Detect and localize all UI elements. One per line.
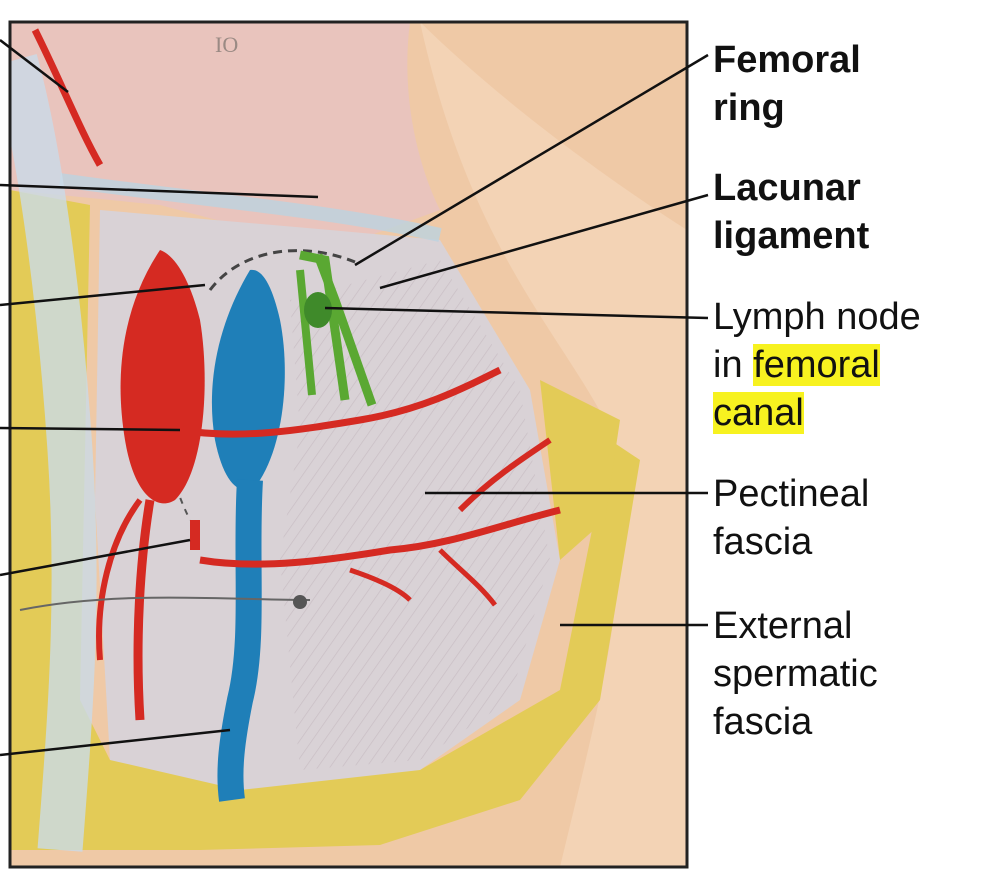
artery-branch-upper-right: [457, 437, 552, 513]
deep-external-pudendal-artery: [199, 506, 561, 568]
artery-branch-left: [96, 498, 143, 661]
leader-line-lymph-node: [324, 306, 709, 320]
label-lacunar-ligament: Lacunar ligament: [713, 164, 869, 260]
superficial-external-pudendal-artery: [179, 366, 502, 438]
annotation-text: IO: [215, 32, 238, 57]
leader-line-left-6: [0, 728, 231, 757]
epigastric-artery: [31, 28, 104, 167]
femoral-artery: [120, 250, 205, 504]
thigh-skin-fold: [420, 22, 687, 867]
fat-right: [540, 380, 620, 560]
femoral-sheath-outline: [208, 249, 356, 291]
label-femoral-ring-line1: Femoral: [713, 39, 861, 81]
great-saphenous-vein: [217, 479, 263, 802]
label-pectineal-fascia-line1: Pectineal: [713, 473, 870, 515]
leader-line-left-3: [0, 283, 206, 307]
inguinal-ligament: [59, 173, 442, 242]
highlight-femoral: femoral: [753, 344, 880, 386]
leader-line-left-4: [0, 426, 181, 432]
leader-line-left-2: [0, 183, 319, 199]
suture: [19, 596, 311, 611]
label-external-spermatic-fascia-line1: External: [713, 605, 853, 647]
highlight-canal: canal: [713, 392, 804, 434]
label-pectineal-fascia-line2: fascia: [713, 521, 813, 563]
label-lymph-node-line2: in femoral: [713, 341, 921, 389]
figure-frame: [8, 20, 689, 869]
label-lymph-node-prefix: in: [713, 344, 754, 386]
label-external-spermatic-fascia: External spermatic fascia: [713, 602, 878, 746]
label-femoral-ring: Femoral ring: [713, 36, 861, 132]
label-lymph-node: Lymph node in femoral canal: [713, 293, 921, 437]
spermatic-cord: [10, 53, 97, 852]
label-femoral-ring-line2: ring: [713, 87, 785, 129]
label-lymph-node-line3: canal: [713, 389, 921, 437]
label-lacunar-ligament-line2: ligament: [713, 215, 870, 257]
label-external-spermatic-fascia-line2: spermatic: [713, 653, 878, 695]
leader-line-lacunar-ligament: [379, 193, 709, 290]
artery-branch-lower: [349, 567, 412, 602]
artery-branch-lower-right: [438, 548, 497, 607]
leader-line-femoral-ring: [354, 53, 709, 267]
label-pectineal-fascia: Pectineal fascia: [713, 470, 869, 566]
suture-knot: [293, 595, 307, 609]
label-lacunar-ligament-line1: Lacunar: [713, 167, 861, 209]
label-external-spermatic-fascia-line3: fascia: [713, 701, 813, 743]
label-lymph-node-line1: Lymph node: [713, 296, 921, 338]
leader-line-left-1: [0, 39, 69, 93]
artery-branch-down: [133, 499, 155, 721]
leader-line-left-5: [0, 538, 191, 577]
lymph-node: [296, 250, 377, 407]
